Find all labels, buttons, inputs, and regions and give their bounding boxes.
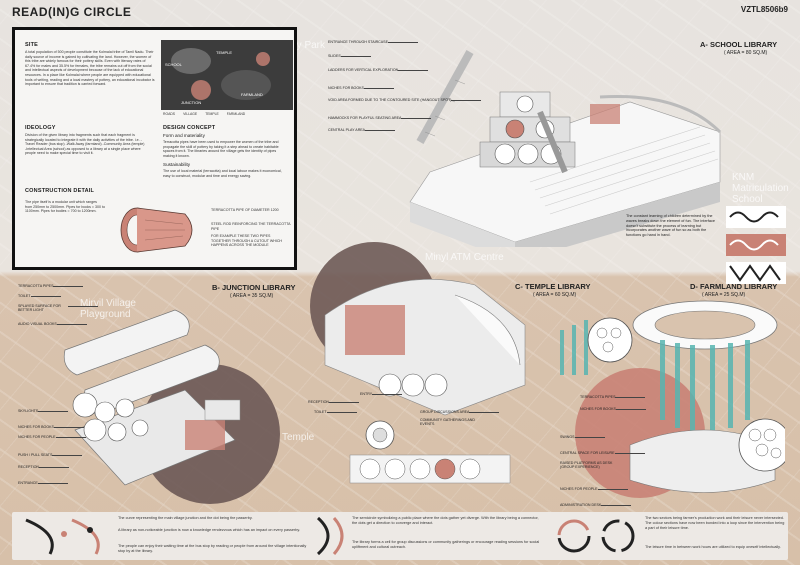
sheet-code: VZTL8506b9 bbox=[740, 5, 788, 14]
temple-callout-toilet: TOILET bbox=[314, 410, 355, 414]
temple-concept-text-2: The library forms a cell for group discu… bbox=[352, 540, 540, 549]
ideology-heading: IDEOLOGY bbox=[25, 125, 56, 131]
junction-concept-text-1: The curve representing the main village … bbox=[118, 516, 253, 520]
farmland-library-title: D- FARMLAND LIBRARY bbox=[690, 282, 778, 291]
farmland-concept-text-2: The leisure time in between work hours a… bbox=[645, 545, 781, 549]
page-title: READ(IN)G CIRCLE bbox=[12, 5, 132, 19]
junction-callout-3: SPLAYED SURFACE FOR BETTER LIGHT bbox=[18, 304, 98, 312]
site-map: SCHOOL TEMPLE FARMLAND JUNCTION bbox=[161, 40, 293, 110]
junction-callout-9: RECEPTION bbox=[18, 465, 69, 469]
temple-concept-symbol bbox=[316, 516, 344, 556]
construction-note-2: STEEL ROD REINFORCING THE TERRACOTTA PIP… bbox=[211, 222, 291, 231]
temple-callout-entry: ENTRY bbox=[360, 392, 403, 396]
construction-heading: CONSTRUCTION DETAIL bbox=[25, 188, 95, 194]
map-label-2: TEMPLE bbox=[216, 50, 233, 55]
construction-text: The pipe itself is a modular unit which … bbox=[25, 200, 105, 214]
map-label-sky-park: Sky Park bbox=[285, 40, 326, 51]
junction-callout-1: TERRACOTTA PIPES bbox=[18, 284, 85, 288]
school-callout-1: ENTRANCE THROUGH STAIRCASE bbox=[328, 40, 418, 44]
info-panel: SITE A total population of 500 people co… bbox=[12, 27, 297, 270]
farmland-callout-2: NICHES FOR BOOKS bbox=[580, 407, 646, 411]
farmland-callout-1: TERRACOTTA PIPES bbox=[580, 395, 647, 399]
legend-temple: TEMPLE bbox=[205, 112, 219, 116]
temple-callout-group: GROUP DISCUSSIONS AREA bbox=[420, 410, 501, 414]
map-label-village-playground: Mirvil Village Playground bbox=[80, 298, 136, 320]
junction-callout-10: ENTRANCE bbox=[18, 481, 68, 485]
ideology-text: Division of the given library into fragm… bbox=[25, 133, 145, 156]
school-callout-5: VOID AREA FORMED DUE TO THE CONTOURED SI… bbox=[328, 98, 483, 102]
concept-strip bbox=[12, 512, 788, 560]
farmland-library-area: ( AREA = 25 SQ.M) bbox=[702, 292, 746, 298]
junction-callout-8: PUSH / PULL SEATS bbox=[18, 453, 84, 457]
map-label-3: FARMLAND bbox=[241, 92, 263, 97]
map-label-atm: Minyl ATM Centre bbox=[425, 252, 504, 263]
temple-library-title: C- TEMPLE LIBRARY bbox=[515, 282, 591, 291]
junction-callout-4: AUDIO VISUAL BOOKS bbox=[18, 322, 87, 326]
farmland-callout-7: ADMINISTRATION DESK bbox=[560, 503, 632, 507]
wave-symbol-1 bbox=[726, 206, 786, 228]
school-library-title: A- SCHOOL LIBRARY bbox=[700, 40, 778, 49]
school-callout-6: HAMMOCKS FOR PLAYFUL SEATING AREA bbox=[328, 116, 433, 120]
farmland-callout-5: RAISED PLATFORMS AS DESK (GROUP EXPERIEN… bbox=[560, 461, 613, 469]
design-text-form: Terracotta pipes have been used to empow… bbox=[163, 140, 279, 158]
temple-callout-reception: RECEPTION bbox=[308, 400, 359, 404]
junction-concept-text-3: The people can enjoy their waiting time … bbox=[118, 544, 307, 553]
junction-library-drawing bbox=[63, 309, 241, 486]
construction-note-3: FOR EXAMPLE THESE TWO PIPES TOGETHER THR… bbox=[211, 234, 283, 248]
temple-callout-community: COMMUNITY GATHERINGS AND EVENTS bbox=[420, 418, 475, 426]
map-label-school: KNM Matriculation School bbox=[732, 172, 789, 205]
temple-concept-text-1: The semicircle symbolizing a public plac… bbox=[352, 516, 539, 525]
design-heading: DESIGN CONCEPT bbox=[163, 125, 216, 131]
junction-library-area: ( AREA = 35 SQ.M) bbox=[230, 293, 274, 299]
map-label-1: SCHOOL bbox=[165, 62, 182, 67]
farmland-library-drawing bbox=[560, 300, 785, 493]
junction-library-title: B- JUNCTION LIBRARY bbox=[212, 283, 296, 292]
junction-callout-6: NICHES FOR BOOKS bbox=[18, 425, 84, 429]
wave-symbol-3 bbox=[726, 262, 786, 284]
junction-concept-text-2: A library as non-noticeable junction is … bbox=[118, 528, 301, 532]
school-callout-2: SLIDES bbox=[328, 54, 371, 58]
farmland-callout-3: SWINGS bbox=[560, 435, 604, 439]
school-library-drawing bbox=[409, 50, 722, 247]
school-library-area: ( AREA = 80 SQ.M) bbox=[724, 50, 768, 56]
design-sub-sustainability: Sustainability bbox=[163, 162, 191, 167]
map-label-4: JUNCTION bbox=[181, 100, 202, 105]
farmland-callout-4: CENTRAL SPACE FOR LEISURE bbox=[560, 451, 644, 455]
pipe-detail-drawing bbox=[120, 207, 193, 253]
legend-roads: ROADS bbox=[163, 112, 176, 116]
farmland-concept-text-1: The two sectors being farmer's productio… bbox=[645, 516, 785, 530]
school-callout-7: CENTRAL PLAY AREA bbox=[328, 128, 396, 132]
site-text: A total population of 500 people constit… bbox=[25, 50, 155, 87]
school-note: The constant learning of children determ… bbox=[626, 214, 715, 238]
school-callout-4: NICHES FOR BOOKS bbox=[328, 86, 394, 90]
legend-farmland: FARMLAND bbox=[226, 112, 246, 116]
design-sub-form: Form and materiality bbox=[163, 133, 205, 138]
farmland-callout-6: NICHES FOR PEOPLE bbox=[560, 487, 627, 491]
junction-callout-7: NICHES FOR PEOPLE bbox=[18, 435, 85, 439]
junction-concept-symbol bbox=[25, 518, 100, 555]
site-heading: SITE bbox=[25, 42, 39, 48]
school-callout-3: LADDERS FOR VERTICAL EXPLORATION bbox=[328, 68, 429, 72]
map-legend: ROADS VILLAGE TEMPLE FARMLAND bbox=[163, 112, 245, 116]
legend-village: VILLAGE bbox=[183, 112, 198, 116]
design-text-sustainability: The use of local material (terracotta) a… bbox=[163, 169, 282, 178]
junction-callout-2: TOILET bbox=[18, 294, 59, 298]
construction-note-1: TERRACOTTA PIPE OF DIAMETER 1200 bbox=[211, 208, 279, 212]
temple-library-drawing bbox=[324, 279, 526, 484]
junction-callout-5: SKYLIGHTS bbox=[18, 409, 69, 413]
map-label-temple: Temple bbox=[282, 432, 315, 443]
wave-symbol-2 bbox=[726, 234, 786, 256]
temple-library-area: ( AREA = 60 SQ.M) bbox=[533, 292, 577, 298]
farmland-concept-symbol bbox=[557, 519, 635, 553]
